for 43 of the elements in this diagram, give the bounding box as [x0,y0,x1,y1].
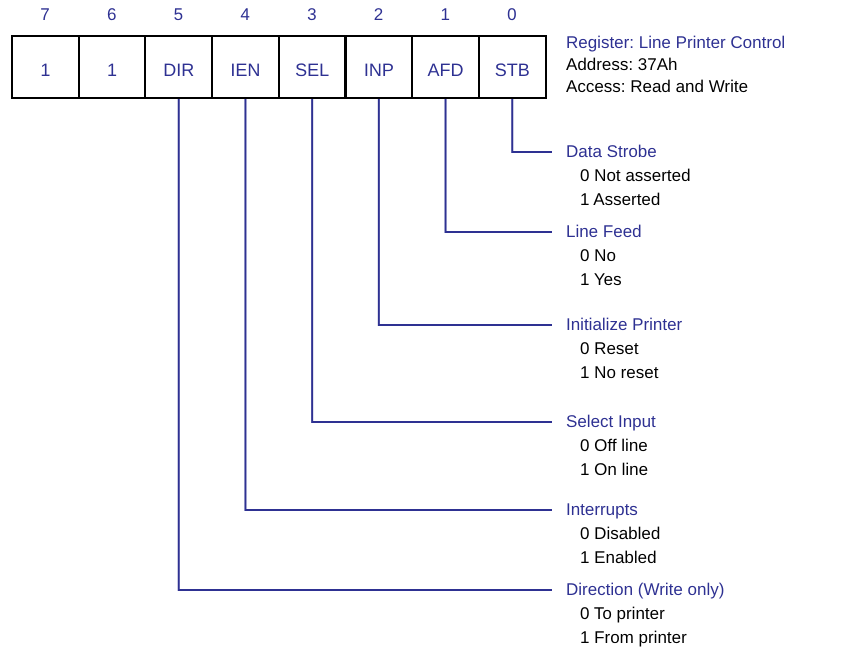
bit-number: 4 [239,5,251,25]
field-name: Direction (Write only) [566,579,724,601]
field-name: Interrupts [566,499,639,521]
bit-field-cell: AFD [411,35,480,99]
field-name: Line Feed [566,221,642,243]
bit-field-cell: STB [478,35,547,99]
bit-number: 6 [106,5,118,25]
bit-field-cell: 1 [11,35,80,99]
field-name: Data Strobe [566,141,658,163]
value-description: 1 From printer [579,627,688,649]
bit-number: 5 [172,5,184,25]
value-description: 0 Off line [579,435,649,457]
register-name: Register: Line Printer Control [566,32,786,54]
register-info: Access: Read and Write [566,76,748,98]
leader-line [378,99,552,326]
leader-line [444,99,552,233]
value-description: 1 Asserted [579,189,662,211]
value-description: 0 Reset [579,338,640,360]
value-description: 0 Disabled [579,523,660,545]
bit-field-cell: INP [344,35,414,99]
leader-line [244,99,552,511]
bit-number: 0 [506,5,518,25]
field-name: Initialize Printer [566,314,682,336]
bit-field-cell: DIR [144,35,214,99]
bit-number: 3 [306,5,318,25]
value-description: 0 No [579,245,617,267]
leader-line [311,99,552,423]
bit-field-cell: 1 [78,35,146,99]
value-description: 0 Not asserted [579,165,691,187]
value-description: 1 No reset [579,362,660,384]
leader-line [178,99,552,591]
bit-field-cell: SEL [278,35,346,99]
bit-number: 1 [439,5,451,25]
value-description: 1 Enabled [579,547,658,569]
register-info: Address: 37Ah [566,54,678,76]
bit-number: 2 [372,5,384,25]
value-description: 1 Yes [579,269,623,291]
field-name: Select Input [566,411,656,433]
bit-number: 7 [39,5,51,25]
value-description: 0 To printer [579,603,666,625]
bit-field-cell: IEN [211,35,280,99]
leader-line [511,99,552,153]
value-description: 1 On line [579,459,650,481]
